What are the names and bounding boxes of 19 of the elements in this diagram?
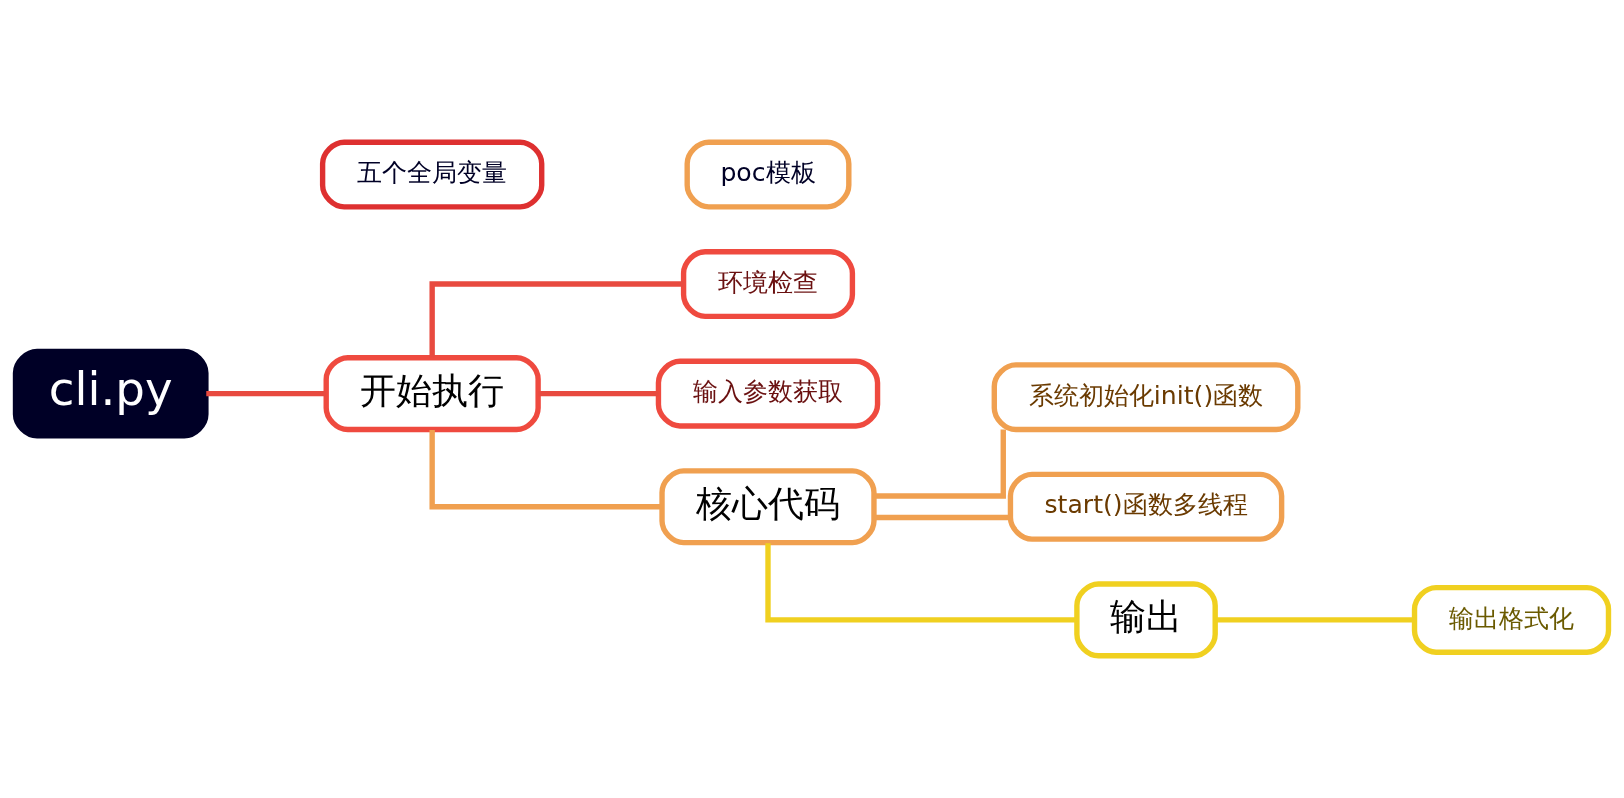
connector bbox=[538, 390, 659, 397]
node-box: 输入参数获取 bbox=[655, 358, 881, 429]
connector bbox=[765, 543, 1077, 623]
node-box: cli.py bbox=[12, 348, 209, 439]
connector bbox=[874, 514, 1011, 521]
node-box: 核心代码 bbox=[659, 468, 877, 546]
node-box: 系统初始化init()函数 bbox=[991, 362, 1301, 433]
connector bbox=[429, 430, 662, 510]
node-box: 开始执行 bbox=[323, 355, 541, 433]
node-box: poc模板 bbox=[684, 139, 852, 210]
node-box: 五个全局变量 bbox=[319, 139, 545, 210]
node-box: 输出 bbox=[1074, 581, 1218, 659]
node-box: 环境检查 bbox=[680, 249, 856, 320]
connector bbox=[206, 390, 326, 397]
connector bbox=[874, 429, 1006, 499]
connector bbox=[429, 281, 684, 358]
connector bbox=[1215, 617, 1414, 623]
node-box: 输出格式化 bbox=[1411, 584, 1612, 655]
node-box: start()函数多线程 bbox=[1007, 471, 1285, 542]
